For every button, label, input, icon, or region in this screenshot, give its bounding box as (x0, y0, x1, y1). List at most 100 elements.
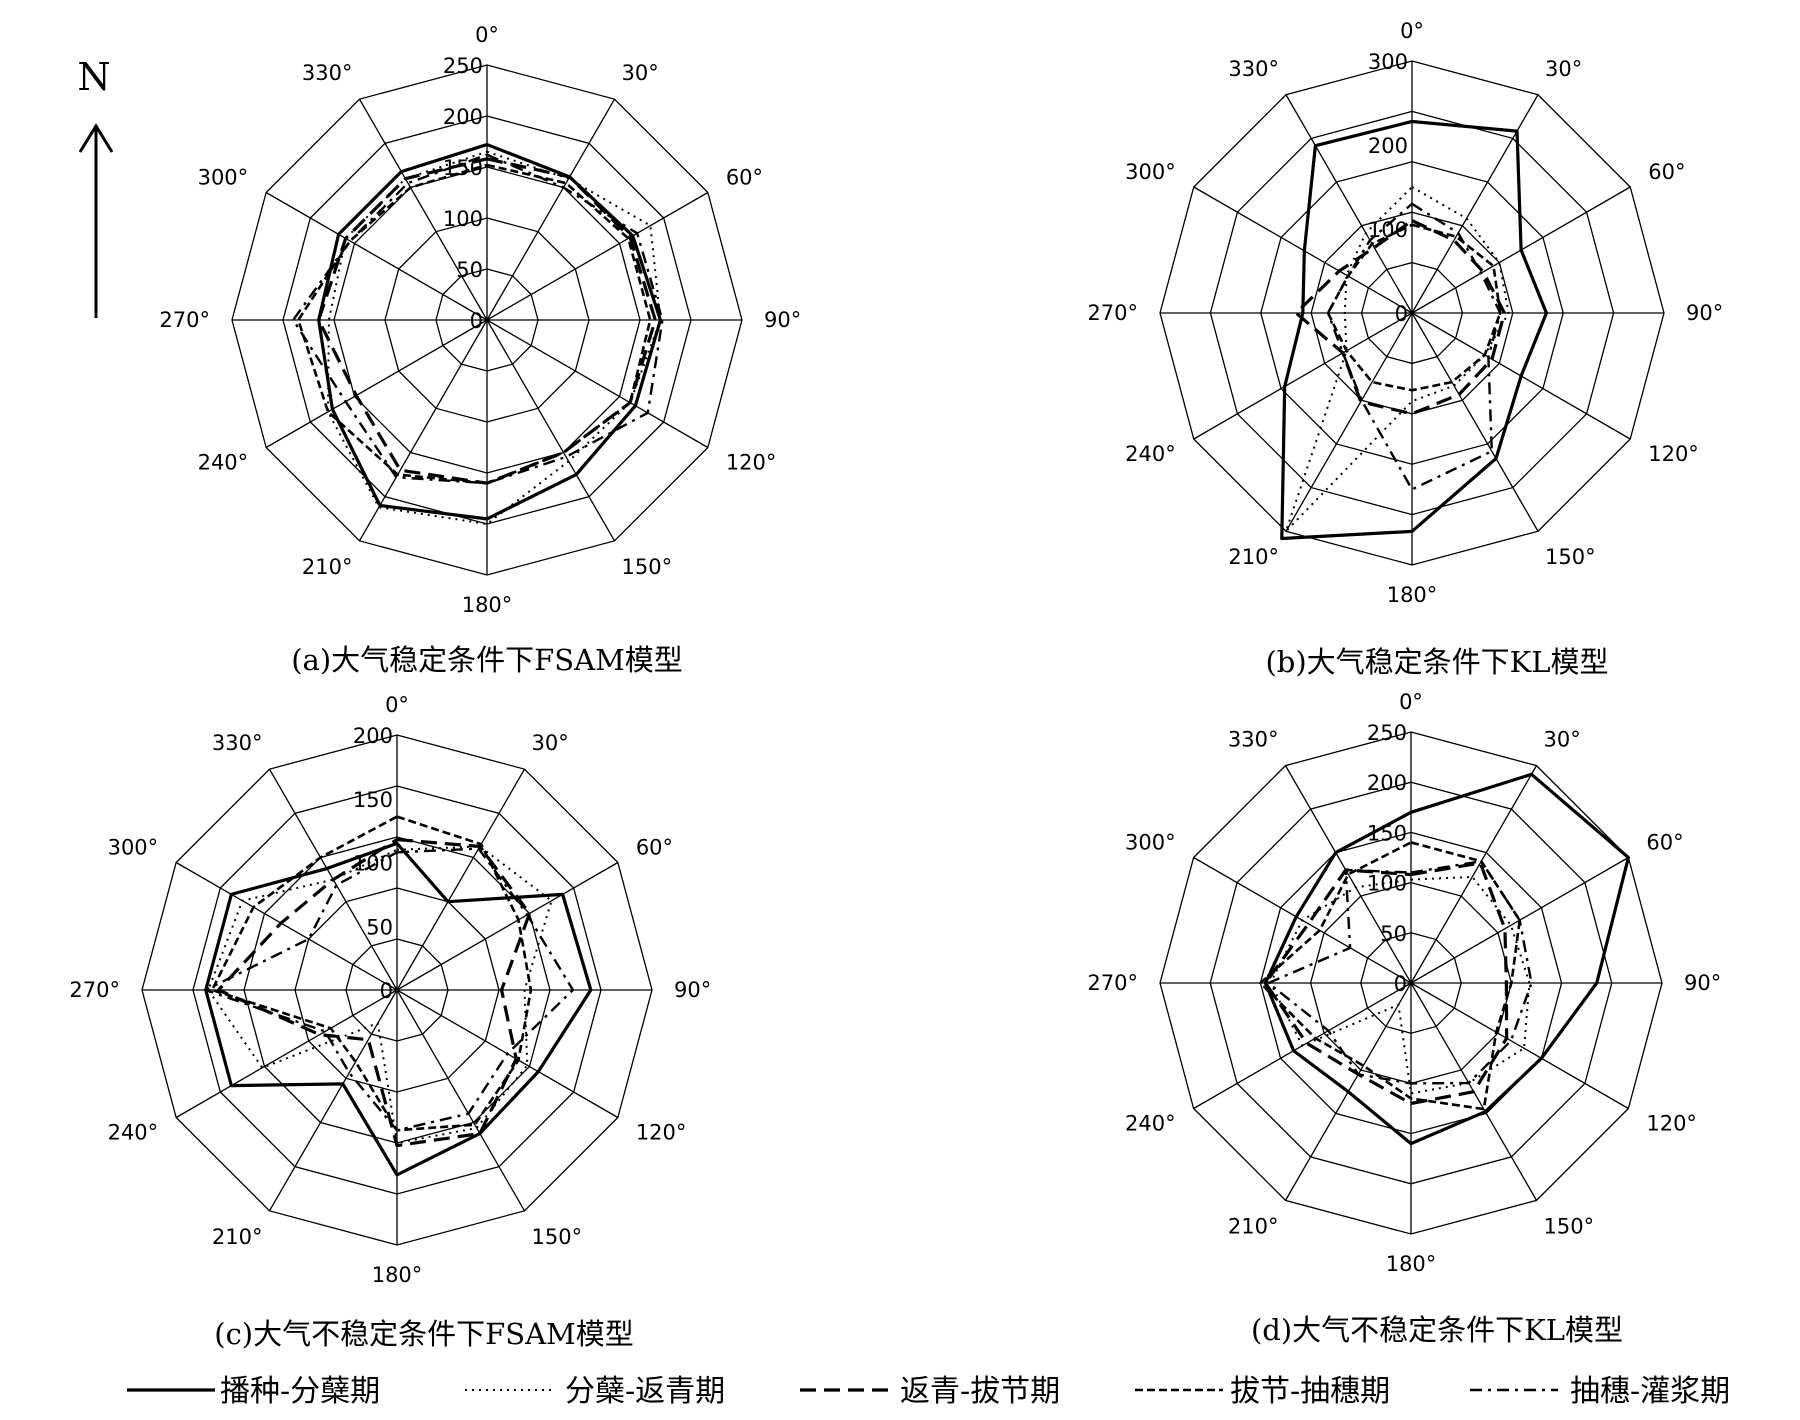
grid-spoke (265, 191, 488, 321)
legend-item: 分蘖-返青期 (465, 1374, 725, 1409)
tick-label: 100 (443, 207, 483, 231)
radar-labels: 01002003000°30°60°90°120°150°180°210°240… (1087, 19, 1723, 607)
legend-item: 拔节-抽穗期 (1135, 1374, 1390, 1409)
series-line-4 (1326, 223, 1502, 392)
panel-caption: (a)大气稳定条件下FSAM模型 (291, 643, 683, 677)
panel-caption: (c)大气不稳定条件下FSAM模型 (214, 1317, 634, 1351)
angle-label: 90° (674, 978, 711, 1002)
angle-label: 30° (1544, 728, 1581, 752)
radar-labels: 0501001502002500°30°60°90°120°150°180°21… (159, 23, 801, 617)
panel-caption: (b)大气稳定条件下KL模型 (1265, 645, 1608, 679)
radar-grid (1159, 60, 1665, 566)
angle-label: 180° (372, 1263, 423, 1287)
radar-series-group (1259, 772, 1630, 1146)
radar-series-group (1280, 119, 1549, 541)
angle-label: 0° (475, 23, 499, 47)
angle-label: 0° (385, 693, 409, 717)
legend-label: 拔节-抽穗期 (1230, 1374, 1390, 1409)
north-arrow-head (78, 123, 114, 153)
angle-label: 30° (1545, 57, 1582, 81)
radar-grid (141, 734, 653, 1246)
legend-item: 返青-拔节期 (800, 1374, 1060, 1409)
angle-label: 60° (726, 166, 763, 190)
angle-label: 30° (622, 61, 659, 85)
tick-label: 50 (456, 258, 483, 282)
angle-label: 330° (212, 731, 263, 755)
angle-label: 120° (1648, 442, 1699, 466)
series-line-3 (1294, 219, 1507, 416)
radar-series-group (204, 815, 593, 1177)
angle-label: 150° (1545, 545, 1596, 569)
angle-label: 330° (302, 61, 353, 85)
tick-label: 300 (1368, 50, 1408, 74)
tick-label: 200 (353, 724, 393, 748)
angle-label: 180° (1386, 1252, 1437, 1276)
angle-label: 90° (1686, 301, 1723, 325)
tick-label: 250 (443, 54, 483, 78)
angle-label: 60° (1648, 160, 1685, 184)
angle-label: 300° (1125, 831, 1176, 855)
angle-label: 330° (1228, 57, 1279, 81)
angle-label: 270° (1087, 971, 1138, 995)
angle-label: 270° (69, 978, 120, 1002)
angle-label: 180° (1387, 583, 1438, 607)
grid-spoke (486, 319, 709, 449)
angle-label: 120° (726, 451, 777, 475)
grid-spoke (486, 98, 616, 321)
grid-spoke (486, 191, 709, 321)
series-line-5 (1267, 860, 1533, 1085)
tick-label: 50 (366, 915, 393, 939)
legend-item: 抽穗-灌浆期 (1470, 1374, 1730, 1409)
radar-labels: 0501001502002500°30°60°90°120°150°180°21… (1087, 690, 1721, 1276)
angle-label: 240° (198, 451, 249, 475)
angle-label: 300° (108, 836, 159, 860)
tick-label: 250 (1367, 721, 1407, 745)
radar-panel-b: 01002003000°30°60°90°120°150°180°210°240… (1087, 19, 1723, 679)
series-line-1 (1263, 772, 1630, 1146)
tick-label: 100 (353, 852, 393, 876)
angle-label: 210° (1228, 1214, 1279, 1238)
grid-spoke (265, 319, 488, 449)
angle-label: 240° (1125, 442, 1176, 466)
tick-label: 0 (1395, 302, 1408, 326)
radar-grid (231, 64, 743, 576)
legend-label: 返青-拔节期 (900, 1374, 1060, 1409)
angle-label: 150° (622, 555, 673, 579)
north-arrow: N (77, 55, 114, 318)
legend-label: 分蘖-返青期 (565, 1374, 725, 1409)
tick-label: 100 (1367, 872, 1407, 896)
series-line-2 (207, 845, 553, 1144)
north-label: N (77, 55, 110, 99)
series-line-1 (1280, 119, 1549, 541)
radar-grid (1159, 731, 1663, 1235)
series-line-5 (292, 153, 664, 485)
angle-label: 180° (462, 593, 513, 617)
angle-label: 120° (636, 1121, 687, 1145)
angle-label: 270° (1087, 301, 1138, 325)
angle-label: 0° (1400, 19, 1424, 43)
grid-spoke (1411, 312, 1539, 532)
series-line-1 (204, 841, 593, 1177)
radar-panel-a: 0501001502002500°30°60°90°120°150°180°21… (159, 23, 801, 677)
tick-label: 50 (1380, 922, 1407, 946)
grid-spoke (486, 319, 616, 542)
grid-spoke (1410, 765, 1538, 984)
angle-label: 150° (1544, 1214, 1595, 1238)
angle-label: 270° (159, 308, 210, 332)
grid-spoke (268, 989, 398, 1212)
tick-label: 200 (1367, 771, 1407, 795)
angle-label: 30° (532, 731, 569, 755)
grid-spoke (396, 768, 526, 991)
grid-spoke (1285, 94, 1413, 314)
series-line-5 (204, 847, 575, 1132)
angle-label: 0° (1399, 690, 1423, 714)
series-line-4 (296, 163, 652, 485)
grid-spoke (175, 861, 398, 991)
legend-item: 播种-分蘖期 (127, 1374, 380, 1409)
angle-label: 60° (636, 836, 673, 860)
angle-label: 240° (1125, 1112, 1176, 1136)
grid-spoke (396, 989, 526, 1212)
tick-label: 0 (470, 309, 483, 333)
tick-label: 150 (1367, 821, 1407, 845)
angle-label: 300° (198, 166, 249, 190)
